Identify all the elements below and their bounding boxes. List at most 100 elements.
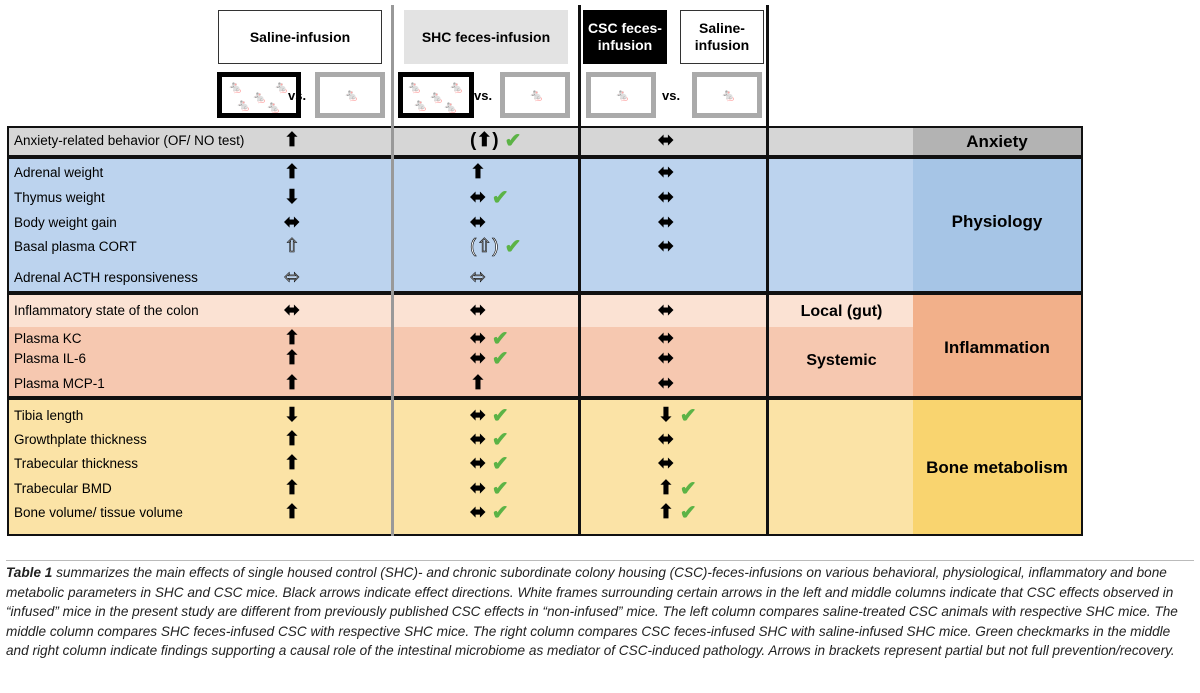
row-label: Plasma KC bbox=[14, 331, 82, 346]
effect-cell-col1: ⬇ bbox=[256, 188, 394, 208]
row-label: Trabecular thickness bbox=[14, 456, 139, 471]
checkmark-icon: ✔ bbox=[679, 478, 697, 500]
vs-label-2: vs. bbox=[474, 88, 493, 103]
header-saline-right-label: Saline-infusion bbox=[694, 20, 750, 53]
checkmark-icon: ✔ bbox=[491, 429, 509, 451]
band-bone-tag bbox=[913, 400, 1081, 534]
effect-arrow-icon: ⬆ bbox=[284, 453, 300, 474]
effect-arrow-icon: ⬆ bbox=[284, 162, 300, 183]
effect-cell-col3: ⬌ bbox=[630, 374, 768, 394]
effect-cell-col2: ⬌✔ bbox=[442, 187, 580, 209]
row-label: Trabecular BMD bbox=[14, 481, 112, 496]
effect-arrow-icon: ⬌ bbox=[658, 187, 674, 208]
effect-arrow-icon: ⬇ bbox=[284, 187, 300, 208]
row-label: Plasma MCP-1 bbox=[14, 376, 105, 391]
effect-cell-col1: ⇧ bbox=[256, 236, 394, 257]
band-inflammation-tag bbox=[913, 295, 1081, 396]
checkmark-icon: ✔ bbox=[491, 328, 509, 350]
effect-arrow-icon: ⬌ bbox=[470, 429, 486, 450]
effect-cell-col2: ⬌ bbox=[442, 301, 580, 321]
cage-single-icon-4: 🐁 bbox=[692, 72, 762, 118]
effect-cell-col3: ⬇✔ bbox=[630, 406, 768, 427]
checkmark-icon: ✔ bbox=[679, 502, 697, 524]
cage-csc-group-icon-2: 🐁🐁 🐁🐁 🐁 bbox=[398, 72, 474, 118]
effect-cell-col2: ⬄ bbox=[442, 267, 580, 288]
header-csc-feces: CSC feces-infusion bbox=[583, 10, 667, 64]
effect-cell-col3: ⬌ bbox=[630, 454, 768, 474]
effect-arrow-icon: ⬌ bbox=[470, 453, 486, 474]
header-shc-feces-label: SHC feces-infusion bbox=[421, 28, 551, 45]
effect-arrow-icon: ⬌ bbox=[658, 328, 674, 349]
effect-cell-col3: ⬌ bbox=[630, 131, 768, 151]
column-divider-2 bbox=[578, 5, 581, 536]
effect-arrow-icon: ⬆ bbox=[658, 478, 674, 499]
effect-arrow-icon: ⬌ bbox=[658, 162, 674, 183]
band-physiology bbox=[7, 157, 1083, 293]
effect-arrow-icon: ⬌ bbox=[470, 478, 486, 499]
row-label: Inflammatory state of the colon bbox=[14, 303, 199, 318]
band-bone bbox=[7, 398, 1083, 536]
checkmark-icon: ✔ bbox=[491, 478, 509, 500]
row-label: Adrenal weight bbox=[14, 165, 104, 180]
category-anxiety: Anxiety bbox=[966, 131, 1028, 151]
effect-arrow-icon: ⬌ bbox=[470, 405, 486, 426]
caption-lead: Table 1 bbox=[6, 565, 53, 580]
effect-arrow-icon: ⬆ bbox=[284, 130, 300, 151]
effect-arrow-icon: ⬌ bbox=[470, 212, 486, 233]
effect-arrow-icon: ⬆ bbox=[284, 373, 300, 394]
effect-cell-col1: ⬆ bbox=[256, 454, 394, 474]
effect-cell-col2: ⬌✔ bbox=[442, 328, 580, 350]
header-saline-right: Saline-infusion bbox=[680, 10, 764, 64]
effect-cell-col2: ⬌✔ bbox=[442, 503, 580, 524]
row-label: Bone volume/ tissue volume bbox=[14, 505, 183, 520]
effect-arrow-icon: ⬆ bbox=[470, 373, 486, 394]
effect-arrow-icon: ⬌ bbox=[658, 348, 674, 369]
row-label: Adrenal ACTH responsiveness bbox=[14, 270, 198, 285]
cage-single-icon-1: 🐁 bbox=[315, 72, 385, 118]
checkmark-icon: ✔ bbox=[491, 187, 509, 209]
row-label: Tibia length bbox=[14, 408, 84, 423]
checkmark-icon: ✔ bbox=[491, 453, 509, 475]
effect-arrow-icon: ⬌ bbox=[284, 212, 300, 233]
category-physiology: Physiology bbox=[951, 212, 1043, 231]
category-bone: Bone metabolism bbox=[926, 458, 1068, 477]
vs-label-1: vs. bbox=[288, 88, 307, 103]
effect-arrow-icon: ⬌ bbox=[658, 130, 674, 151]
checkmark-icon: ✔ bbox=[491, 405, 509, 427]
effect-cell-col3: ⬌ bbox=[630, 237, 768, 257]
effect-cell-col3: ⬌ bbox=[630, 430, 768, 450]
effect-cell-col2: (⇧)✔ bbox=[442, 236, 580, 257]
effect-arrow-icon: ⬌ bbox=[658, 212, 674, 233]
effect-arrow-icon: ⬌ bbox=[658, 453, 674, 474]
band-anxiety-tag bbox=[913, 128, 1081, 155]
effect-arrow-icon: ⬆ bbox=[284, 348, 300, 369]
checkmark-icon: ✔ bbox=[504, 130, 522, 152]
effect-arrow-icon: ⬆ bbox=[658, 502, 674, 523]
effect-cell-col3: ⬌ bbox=[630, 188, 768, 208]
band-anxiety bbox=[7, 126, 1083, 157]
subcategory-local: Local (gut) bbox=[800, 303, 883, 320]
effect-cell-col1: ⬆ bbox=[256, 374, 394, 394]
effect-cell-col1: ⬌ bbox=[256, 301, 394, 321]
effect-cell-col1: ⬄ bbox=[256, 267, 394, 288]
column-divider-3 bbox=[766, 5, 769, 536]
effect-cell-col2: ⬌✔ bbox=[442, 348, 580, 370]
effect-cell-col2: ⬌✔ bbox=[442, 405, 580, 427]
category-inflammation: Inflammation bbox=[944, 338, 1050, 357]
effect-cell-col1: ⬆ bbox=[256, 349, 394, 369]
checkmark-icon: ✔ bbox=[491, 348, 509, 370]
row-label: Thymus weight bbox=[14, 190, 105, 205]
effect-arrow-icon: ⬆ bbox=[284, 478, 300, 499]
effect-arrow-icon: ⬆ bbox=[284, 328, 300, 349]
effect-arrow-icon: ⬄ bbox=[470, 267, 487, 288]
effect-cell-col1: ⬇ bbox=[256, 406, 394, 426]
effect-arrow-icon: ⇧ bbox=[284, 236, 301, 257]
header-csc-feces-label: CSC feces-infusion bbox=[588, 20, 662, 53]
row-label: Plasma IL-6 bbox=[14, 351, 87, 366]
row-label: Body weight gain bbox=[14, 215, 117, 230]
effect-cell-col2: (⬆)✔ bbox=[442, 130, 580, 152]
vs-label-3: vs. bbox=[662, 88, 681, 103]
effect-cell-col2: ⬌✔ bbox=[442, 453, 580, 475]
row-label: Basal plasma CORT bbox=[14, 239, 137, 254]
effect-arrow-icon: ⬌ bbox=[658, 429, 674, 450]
